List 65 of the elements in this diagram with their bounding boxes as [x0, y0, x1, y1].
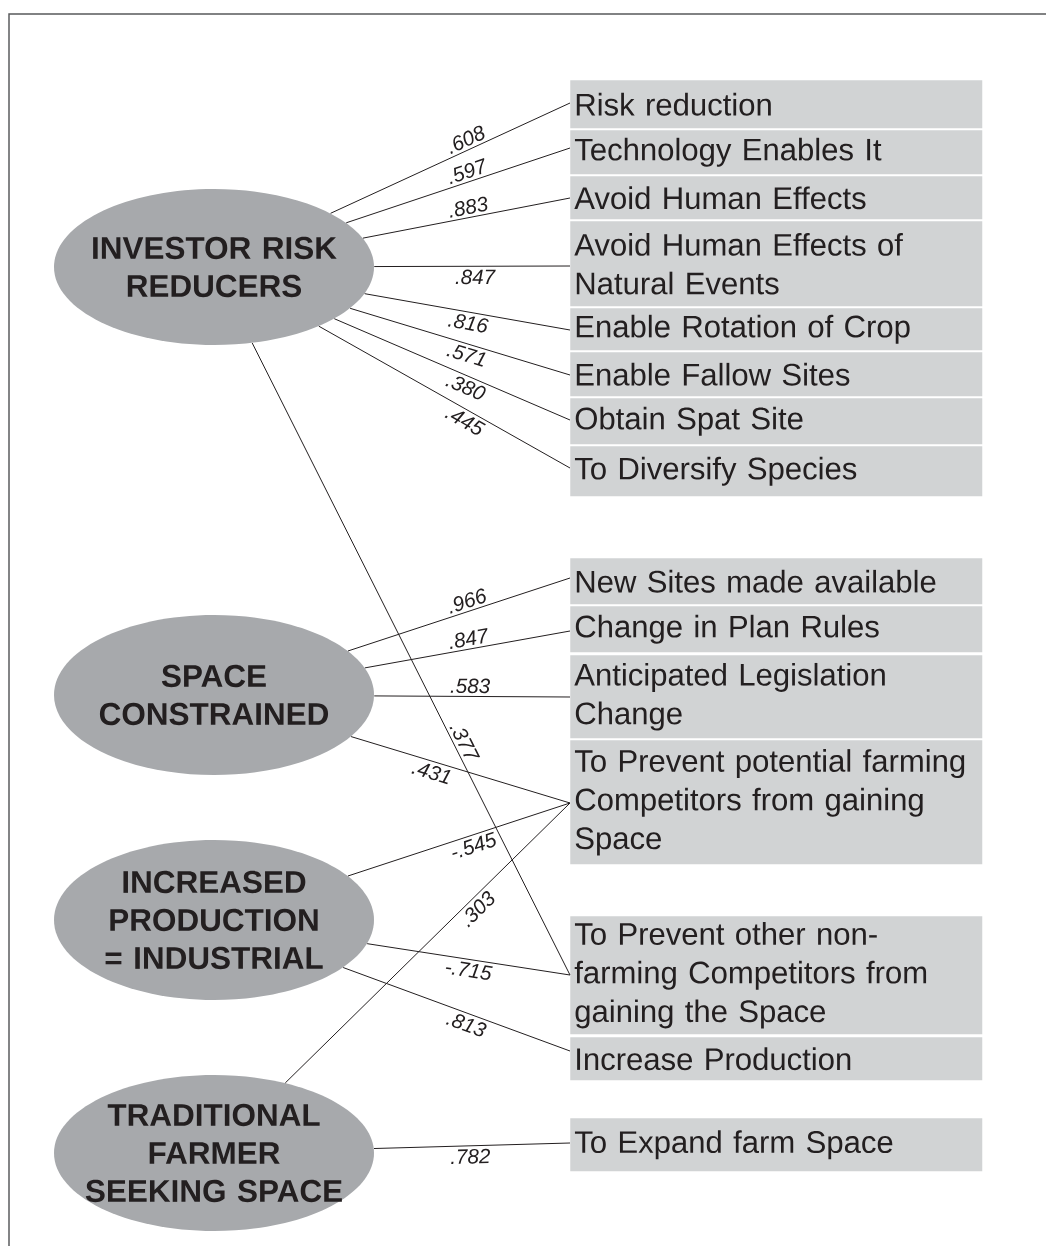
node-label: Enable Rotation of Crop [576, 314, 910, 344]
node-label: Obtain Spat Site [575, 406, 803, 436]
ellipse-node: SPACE CONSTRAINED [54, 615, 374, 775]
edge-label: .583 [450, 678, 490, 694]
text-box: Change in Plan Rules [570, 606, 983, 653]
edge-label: -.545 [452, 831, 496, 858]
text-box: Technology Enables It [570, 130, 983, 175]
node-label: Avoid Human Effects [574, 186, 866, 210]
node-label: To Prevent potential farming Competitors from gaining Space [574, 749, 965, 856]
edge-label: .571 [446, 344, 486, 367]
edge-label: .782 [451, 1148, 490, 1165]
connector-line [364, 630, 571, 669]
node-label: Change in Plan Rules [575, 614, 879, 644]
node-label: Risk reduction [576, 92, 771, 116]
edge-label: .847 [450, 627, 488, 649]
text-box: To Diversify Species [570, 446, 983, 497]
text-box: To Prevent potential farming Competitors from gaining Space [570, 740, 983, 865]
connector-line [373, 265, 571, 268]
text-box: Increase Production [570, 1037, 983, 1081]
text-box: Risk reduction [570, 80, 983, 129]
connector-line [362, 197, 571, 239]
connector-line [333, 318, 571, 421]
edge-label: .813 [445, 1014, 487, 1037]
edge-label: .597 [450, 158, 485, 185]
connector-line [373, 695, 571, 698]
edge-label: .380 [445, 376, 486, 400]
text-box: Anticipated Legislation Change [570, 655, 983, 739]
connector-line [330, 102, 571, 214]
text-box: New Sites made available [570, 558, 983, 605]
connector-line [373, 1142, 571, 1149]
node-label: Technology Enables It [574, 137, 882, 167]
connector-line [251, 342, 571, 976]
connector-line [364, 293, 571, 331]
node-label: New Sites made available [576, 569, 936, 593]
text-box: Enable Fallow Sites [570, 352, 983, 397]
ellipse-node: INVESTOR RISK REDUCERS [54, 189, 374, 345]
text-box: To Prevent other non-farming Competitors from gaining the Space [570, 916, 983, 1035]
connector-line [366, 943, 571, 976]
text-box: Enable Rotation of Crop [570, 308, 983, 351]
connector-line [350, 736, 571, 804]
ellipse-node: INCREASED PRODUCTION = INDUSTRIAL [54, 840, 374, 1000]
text-box: Obtain Spat Site [570, 398, 983, 445]
node-label: Avoid Human Effects of Natural Events [574, 233, 903, 295]
text-box: Avoid Human Effects [570, 176, 983, 220]
edge-label: .445 [444, 411, 486, 435]
connector-line [318, 325, 571, 469]
edge-label: .883 [450, 196, 488, 218]
edge-label: .847 [455, 269, 496, 285]
edge-label: .608 [450, 125, 485, 155]
node-label: Enable Fallow Sites [576, 362, 850, 386]
edge-label: .431 [411, 763, 451, 785]
node-label: Anticipated Legislation Change [574, 662, 885, 731]
ellipse-node: TRADITIONAL FARMER SEEKING SPACE [54, 1075, 374, 1231]
connector-line [345, 147, 571, 224]
edge-label: .377 [449, 726, 481, 758]
node-label: To Diversify Species [574, 456, 857, 486]
connector-line [284, 802, 571, 1084]
connector-line [347, 577, 571, 652]
connector-line [349, 307, 571, 376]
edge-label: .966 [450, 588, 486, 614]
connector-line [347, 802, 571, 877]
connector-line [342, 967, 571, 1052]
text-box: To Expand farm Space [570, 1118, 983, 1172]
edge-label: -.715 [445, 961, 493, 980]
edge-label: .816 [447, 314, 489, 333]
